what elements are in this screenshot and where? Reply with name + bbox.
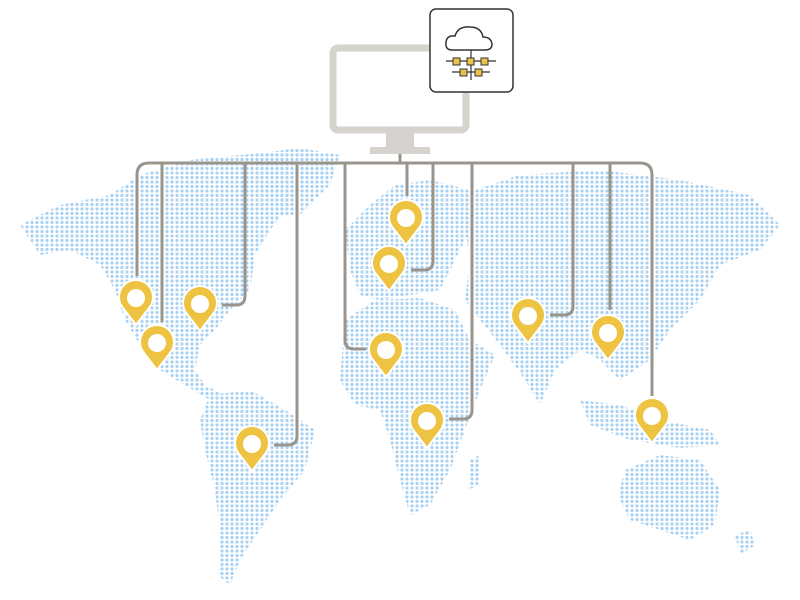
map-asia	[460, 170, 780, 405]
connector-bus	[135, 154, 654, 176]
map-greenland	[245, 148, 340, 215]
connector-7	[411, 163, 435, 272]
map-pin-icon-east-asia[interactable]	[590, 314, 626, 362]
map-new-zealand	[735, 530, 755, 555]
map-pin-icon-mexico[interactable]	[139, 324, 175, 372]
map-pins	[118, 199, 670, 473]
map-pin-icon-south-america[interactable]	[234, 425, 270, 473]
connector-8	[449, 163, 474, 421]
map-pin-icon-north-america-east[interactable]	[182, 285, 218, 333]
connector-lines	[135, 154, 654, 447]
map-pin-icon-central-africa[interactable]	[409, 402, 445, 450]
map-north-america	[20, 150, 330, 400]
map-pin-icon-west-africa[interactable]	[368, 331, 404, 379]
map-pin-icon-western-europe[interactable]	[371, 245, 407, 293]
connector-9	[550, 163, 575, 317]
map-australia	[618, 455, 720, 540]
map-pin-icon-southeast-asia[interactable]	[634, 397, 670, 445]
map-pin-icon-south-asia[interactable]	[510, 297, 546, 345]
map-pin-icon-north-america-west[interactable]	[118, 279, 154, 327]
connector-3	[222, 163, 247, 307]
map-pin-icon-northern-europe[interactable]	[388, 199, 424, 247]
connector-4	[274, 163, 299, 447]
map-south-america	[200, 390, 315, 585]
cloud-network-icon	[429, 8, 514, 93]
connector-5	[343, 163, 366, 351]
map-madagascar	[468, 455, 480, 490]
